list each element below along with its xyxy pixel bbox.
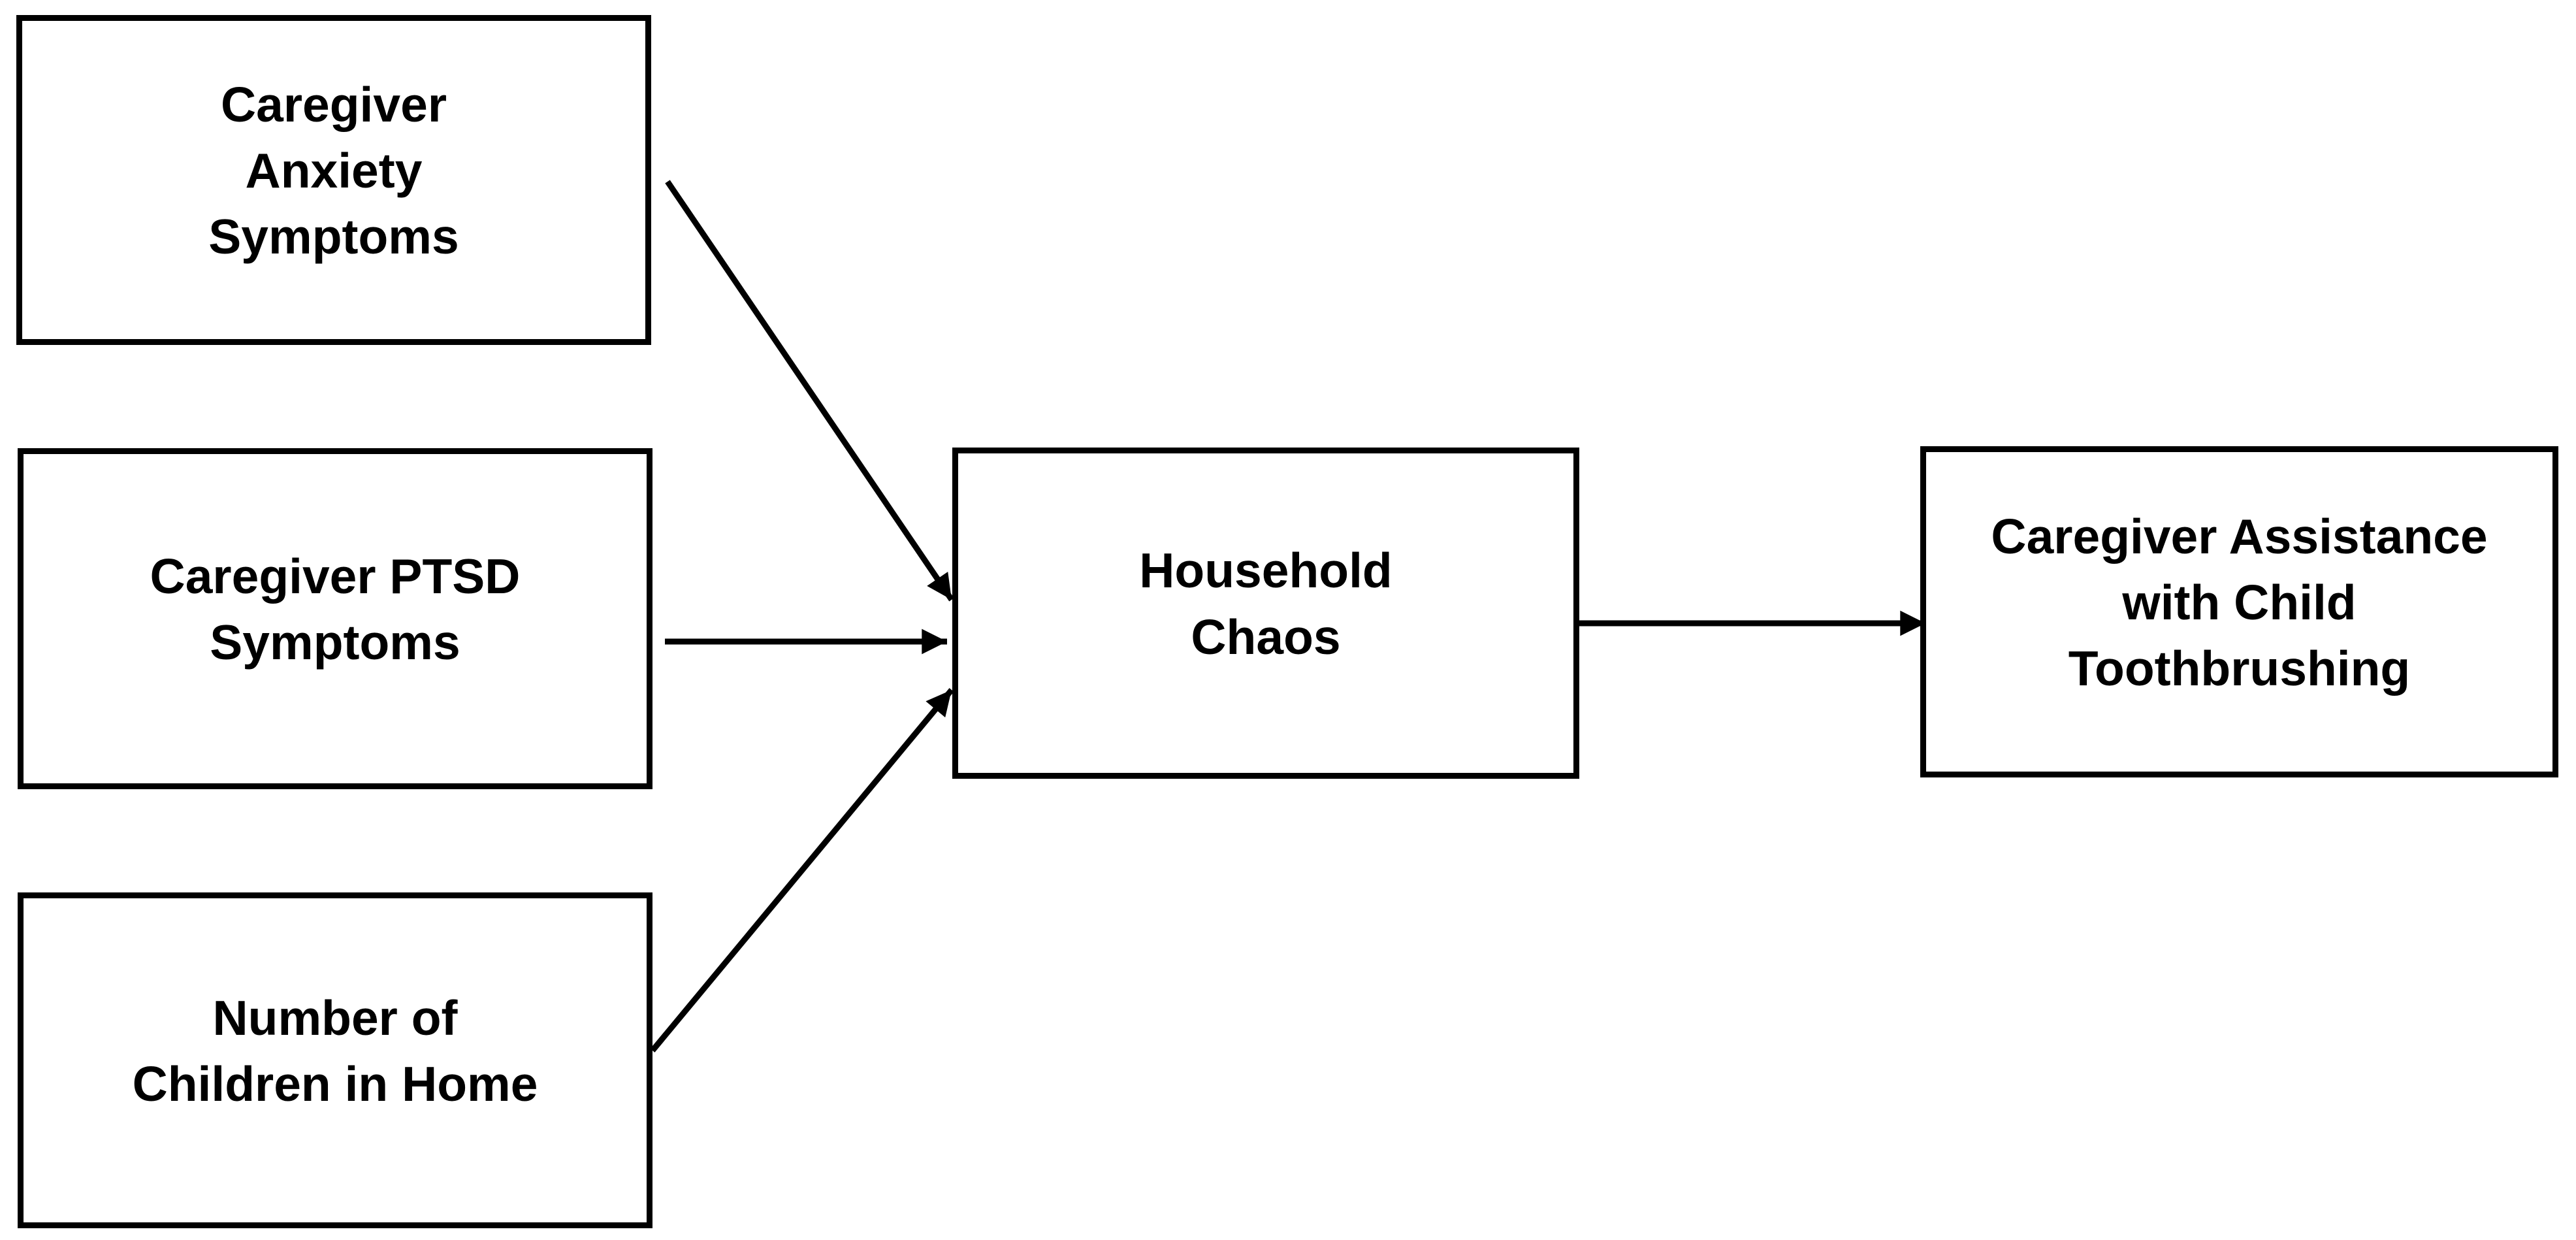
node-number-of-children-in-home: Number of Children in Home <box>18 892 652 1228</box>
node-caregiver-ptsd-symptoms-label: Caregiver PTSD Symptoms <box>150 548 521 670</box>
node-caregiver-anxiety-symptoms: Caregiver Anxiety Symptoms <box>16 15 651 345</box>
node-household-chaos-label: Household Chaos <box>1139 543 1393 664</box>
edge-anxiety-to-chaos <box>665 180 954 602</box>
node-caregiver-ptsd-symptoms: Caregiver PTSD Symptoms <box>18 448 652 789</box>
node-caregiver-assistance-with-child-toothbrushing: Caregiver Assistance with Child Toothbru… <box>1920 446 2558 777</box>
edge-children-to-chaos <box>650 688 954 1052</box>
node-caregiver-assistance-with-child-toothbrushing-label: Caregiver Assistance with Child Toothbru… <box>1991 508 2488 696</box>
node-household-chaos: Household Chaos <box>952 448 1579 779</box>
node-caregiver-anxiety-symptoms-label: Caregiver Anxiety Symptoms <box>208 76 459 265</box>
node-number-of-children-in-home-label: Number of Children in Home <box>132 990 538 1111</box>
